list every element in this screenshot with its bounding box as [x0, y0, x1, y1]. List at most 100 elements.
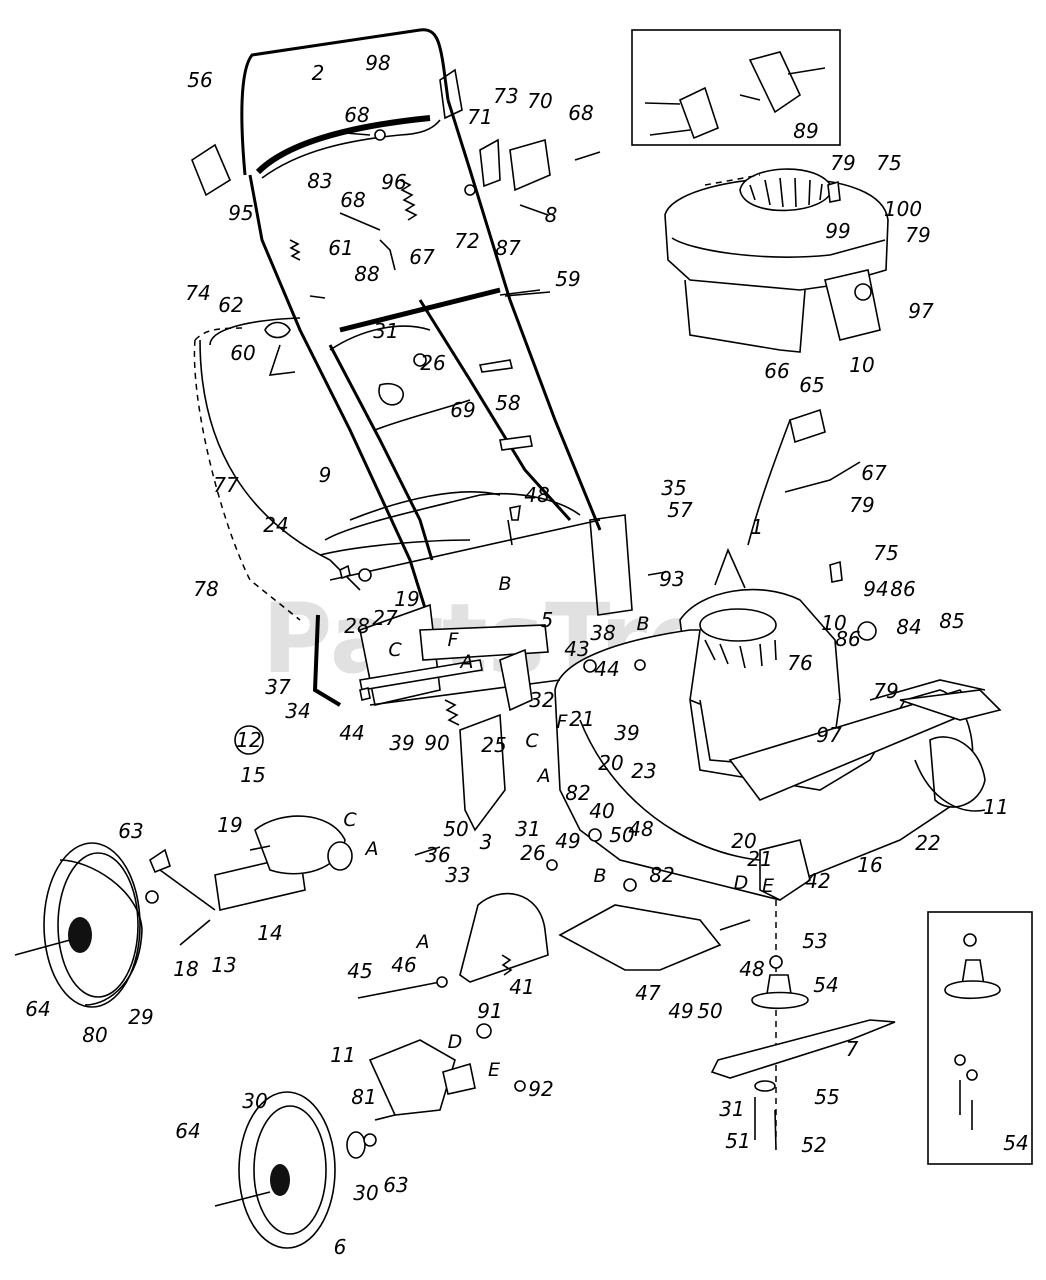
part-label: B [593, 865, 606, 887]
part-label: C [525, 730, 539, 752]
part-label: B [636, 613, 649, 635]
part-label: 92 [528, 1077, 553, 1101]
part-label: 88 [354, 262, 379, 286]
part-label: 84 [896, 615, 921, 639]
part-label: 6 [334, 1235, 347, 1259]
part-label: 89 [793, 119, 818, 143]
part-label: 48 [739, 957, 764, 981]
part-label: 59 [555, 267, 580, 291]
part-label: 85 [939, 609, 964, 633]
part-label: A [364, 838, 379, 860]
part-label: 97 [908, 299, 934, 323]
part-label: 7 [846, 1037, 859, 1061]
part-label: 79 [830, 151, 855, 175]
part-label: 30 [353, 1181, 378, 1205]
part-label: 31 [373, 319, 398, 343]
part-label: 78 [193, 577, 218, 601]
part-label: 47 [635, 981, 661, 1005]
part-label: 82 [649, 863, 674, 887]
part-label: 57 [667, 498, 693, 522]
part-label: A [415, 931, 430, 953]
part-label: A [459, 651, 474, 673]
part-label: 19 [394, 587, 419, 611]
part-label: 27 [372, 606, 398, 630]
part-label: C [388, 639, 402, 661]
part-label: 86 [890, 577, 915, 601]
part-label: 49 [555, 829, 580, 853]
misc-parts [249, 180, 877, 871]
part-label: 68 [340, 188, 365, 212]
part-label: 79 [873, 679, 898, 703]
control-lever [479, 138, 601, 216]
part-label: 68 [568, 101, 593, 125]
part-label: 56 [187, 68, 212, 92]
part-label: 43 [564, 637, 589, 661]
part-label: 99 [825, 219, 850, 243]
handle-bracket [191, 68, 463, 197]
part-label: 69 [450, 398, 475, 422]
part-label: 26 [520, 841, 545, 865]
part-label: 91 [477, 999, 502, 1023]
part-label: 61 [328, 236, 353, 260]
part-label: 71 [467, 105, 492, 129]
part-label: 100 [884, 197, 922, 221]
part-label: 98 [365, 51, 390, 75]
part-label: 39 [389, 731, 414, 755]
part-label: 15 [240, 763, 265, 787]
part-label: E [762, 875, 774, 897]
part-label: B [498, 573, 511, 595]
part-label: 44 [339, 721, 364, 745]
part-label: 3 [480, 830, 493, 854]
part-label: 28 [344, 614, 369, 638]
part-label: 63 [118, 819, 143, 843]
part-label: 87 [495, 236, 521, 260]
part-label: 35 [661, 476, 686, 500]
part-label: 36 [425, 843, 450, 867]
part-label: 63 [383, 1173, 408, 1197]
part-label: 14 [257, 921, 282, 945]
bag-frame [319, 492, 601, 581]
part-label: 25 [481, 733, 506, 757]
part-label: F [557, 711, 569, 733]
part-label: 8 [545, 203, 558, 227]
rear-axle-parts [359, 514, 633, 832]
part-label: 86 [835, 627, 860, 651]
part-label: 11 [330, 1043, 355, 1067]
part-label: D [448, 1031, 463, 1053]
part-label: 33 [445, 863, 470, 887]
part-label: 32 [529, 688, 554, 712]
part-label: 12 [236, 728, 261, 752]
springs [289, 179, 418, 271]
part-label: 55 [814, 1085, 839, 1109]
part-label: 21 [569, 707, 594, 731]
part-label: 81 [351, 1085, 376, 1109]
part-label: 20 [598, 751, 623, 775]
part-label: 45 [347, 959, 372, 983]
part-label: 40 [589, 799, 614, 823]
part-label: 10 [821, 611, 846, 635]
part-label: 62 [218, 293, 243, 317]
part-label: 75 [876, 151, 901, 175]
part-label: 50 [443, 817, 468, 841]
part-label: 50 [697, 999, 722, 1023]
part-label: 75 [873, 541, 898, 565]
part-label: 76 [787, 651, 812, 675]
part-label: 48 [524, 483, 549, 507]
discharge-chute [357, 878, 751, 999]
part-label: 95 [228, 201, 253, 225]
part-label: 50 [609, 823, 634, 847]
part-label: 52 [801, 1133, 826, 1157]
mower-deck [554, 629, 1002, 901]
part-label: E [488, 1059, 500, 1081]
part-label: 70 [527, 89, 552, 113]
part-label: 46 [391, 953, 416, 977]
part-label: 73 [493, 84, 518, 108]
part-label: 54 [813, 973, 838, 997]
part-label: 10 [849, 353, 874, 377]
part-label: 67 [861, 461, 887, 485]
part-label: 1 [751, 515, 764, 539]
part-label: D [734, 872, 749, 894]
cable-bar [339, 287, 541, 333]
